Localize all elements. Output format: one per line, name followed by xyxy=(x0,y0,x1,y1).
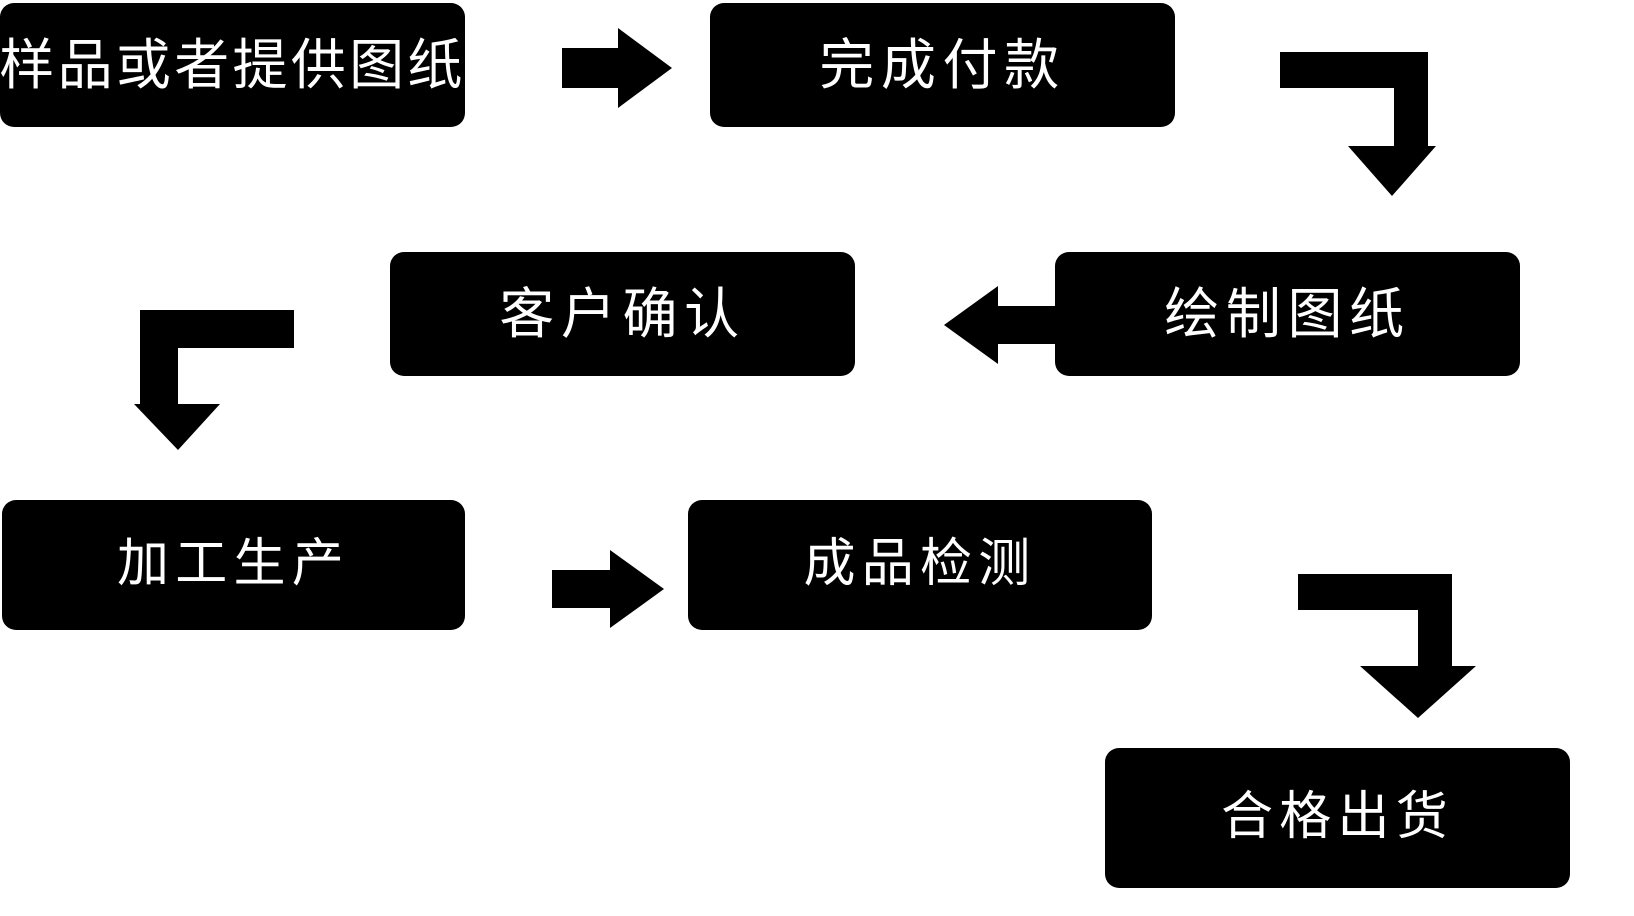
flow-node-production-label: 加工生产 xyxy=(117,535,350,594)
arrow-drawing-to-confirm xyxy=(940,284,1060,366)
flow-node-production[interactable]: 加工生产 xyxy=(2,500,465,630)
arrow-confirm-to-production xyxy=(132,304,300,452)
flow-node-inspection-label: 成品检测 xyxy=(803,535,1037,594)
arrow-inspection-to-shipping xyxy=(1294,568,1482,720)
arrow-sample-to-payment xyxy=(556,24,676,112)
flow-node-inspection[interactable]: 成品检测 xyxy=(688,500,1152,630)
flow-node-shipping[interactable]: 合格出货 xyxy=(1105,748,1570,888)
arrow-payment-to-drawing xyxy=(1276,46,1436,198)
flow-node-sample-label: 样品或者提供图纸 xyxy=(0,33,466,96)
flow-node-sample[interactable]: 样品或者提供图纸 xyxy=(0,3,465,127)
flow-node-drawing-label: 绘制图纸 xyxy=(1164,282,1411,345)
flow-node-shipping-label: 合格出货 xyxy=(1221,788,1454,847)
flow-node-confirm-label: 客户确认 xyxy=(499,282,746,345)
flow-node-payment[interactable]: 完成付款 xyxy=(710,3,1175,127)
flow-node-confirm[interactable]: 客户确认 xyxy=(390,252,855,376)
arrow-production-to-inspection xyxy=(548,548,668,630)
flow-node-payment-label: 完成付款 xyxy=(819,33,1066,96)
flow-node-drawing[interactable]: 绘制图纸 xyxy=(1055,252,1520,376)
